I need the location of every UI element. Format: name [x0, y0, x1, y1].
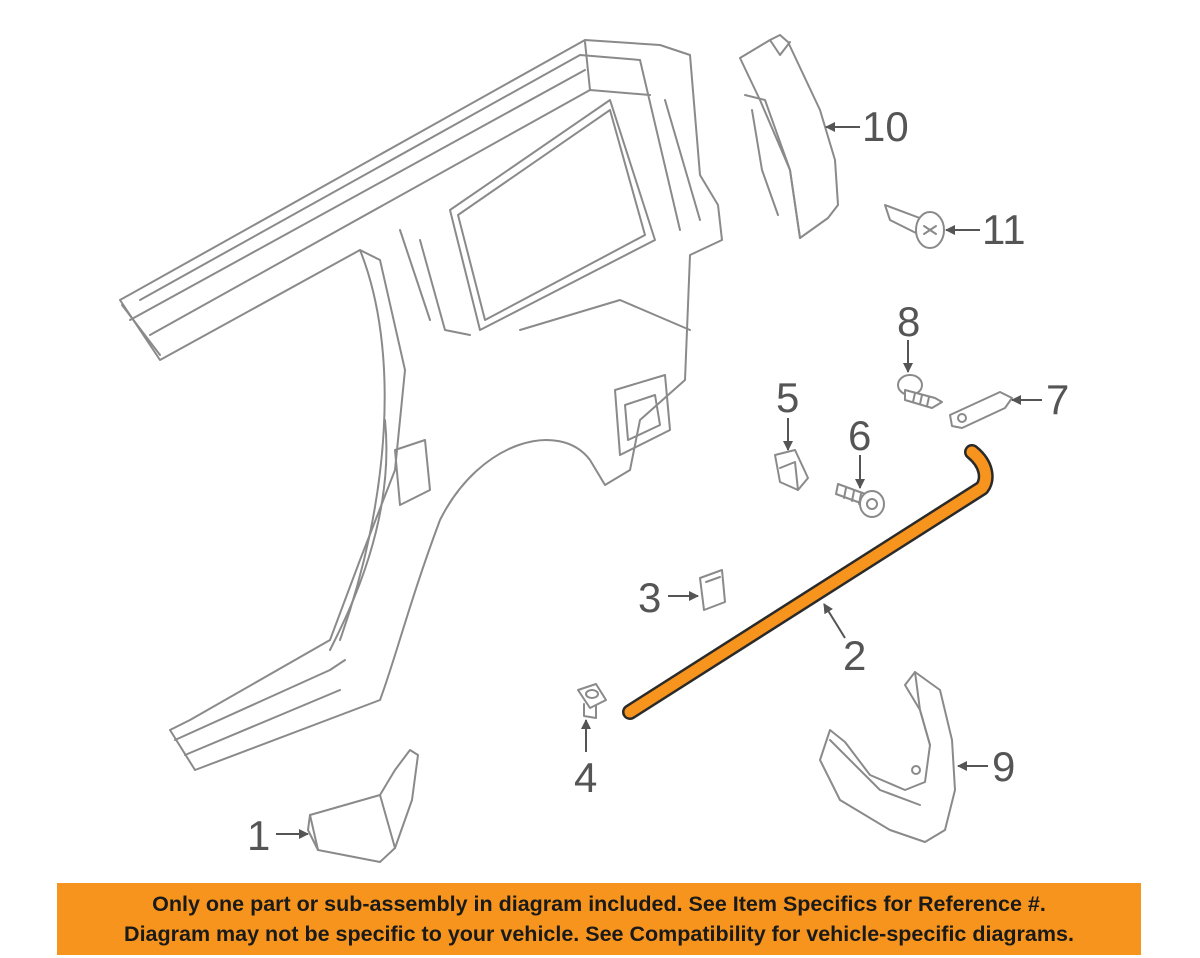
- part-3-clip: [699, 569, 726, 611]
- callout-10: 10: [862, 103, 909, 150]
- parts-diagram: 1 2 3 4 5 6 7 8 9 10 11: [119, 34, 1069, 863]
- callout-2: 2: [843, 632, 866, 679]
- part-5-bracket: [774, 449, 809, 491]
- quarter-panel: [119, 39, 723, 771]
- part-7-retainer: [949, 391, 1013, 429]
- part-2-moulding: [622, 444, 994, 720]
- disclaimer-line-2: Diagram may not be specific to your vehi…: [124, 922, 1074, 946]
- callout-4: 4: [574, 754, 597, 801]
- part-4-grommet: [577, 683, 607, 719]
- callout-5: 5: [776, 374, 799, 421]
- callout-labels: 1 2 3 4 5 6 7 8 9 10 11: [247, 103, 1069, 859]
- part-1-mud-flap: [307, 749, 419, 863]
- callout-11: 11: [982, 206, 1026, 253]
- callout-7: 7: [1046, 376, 1069, 423]
- part-11-clip: [884, 204, 945, 249]
- callout-3: 3: [638, 574, 661, 621]
- callout-1: 1: [247, 812, 270, 859]
- part-10-applique: [739, 34, 839, 239]
- callout-6: 6: [848, 412, 871, 459]
- callout-9: 9: [992, 743, 1015, 790]
- callout-8: 8: [897, 298, 920, 345]
- part-9-mud-flap: [819, 671, 956, 843]
- part-8-screw: [897, 374, 943, 409]
- disclaimer-banner: Only one part or sub-assembly in diagram…: [57, 883, 1141, 955]
- leader-lines: [276, 122, 1042, 839]
- part-6-bolt: [835, 483, 885, 518]
- disclaimer-line-1: Only one part or sub-assembly in diagram…: [152, 892, 1046, 916]
